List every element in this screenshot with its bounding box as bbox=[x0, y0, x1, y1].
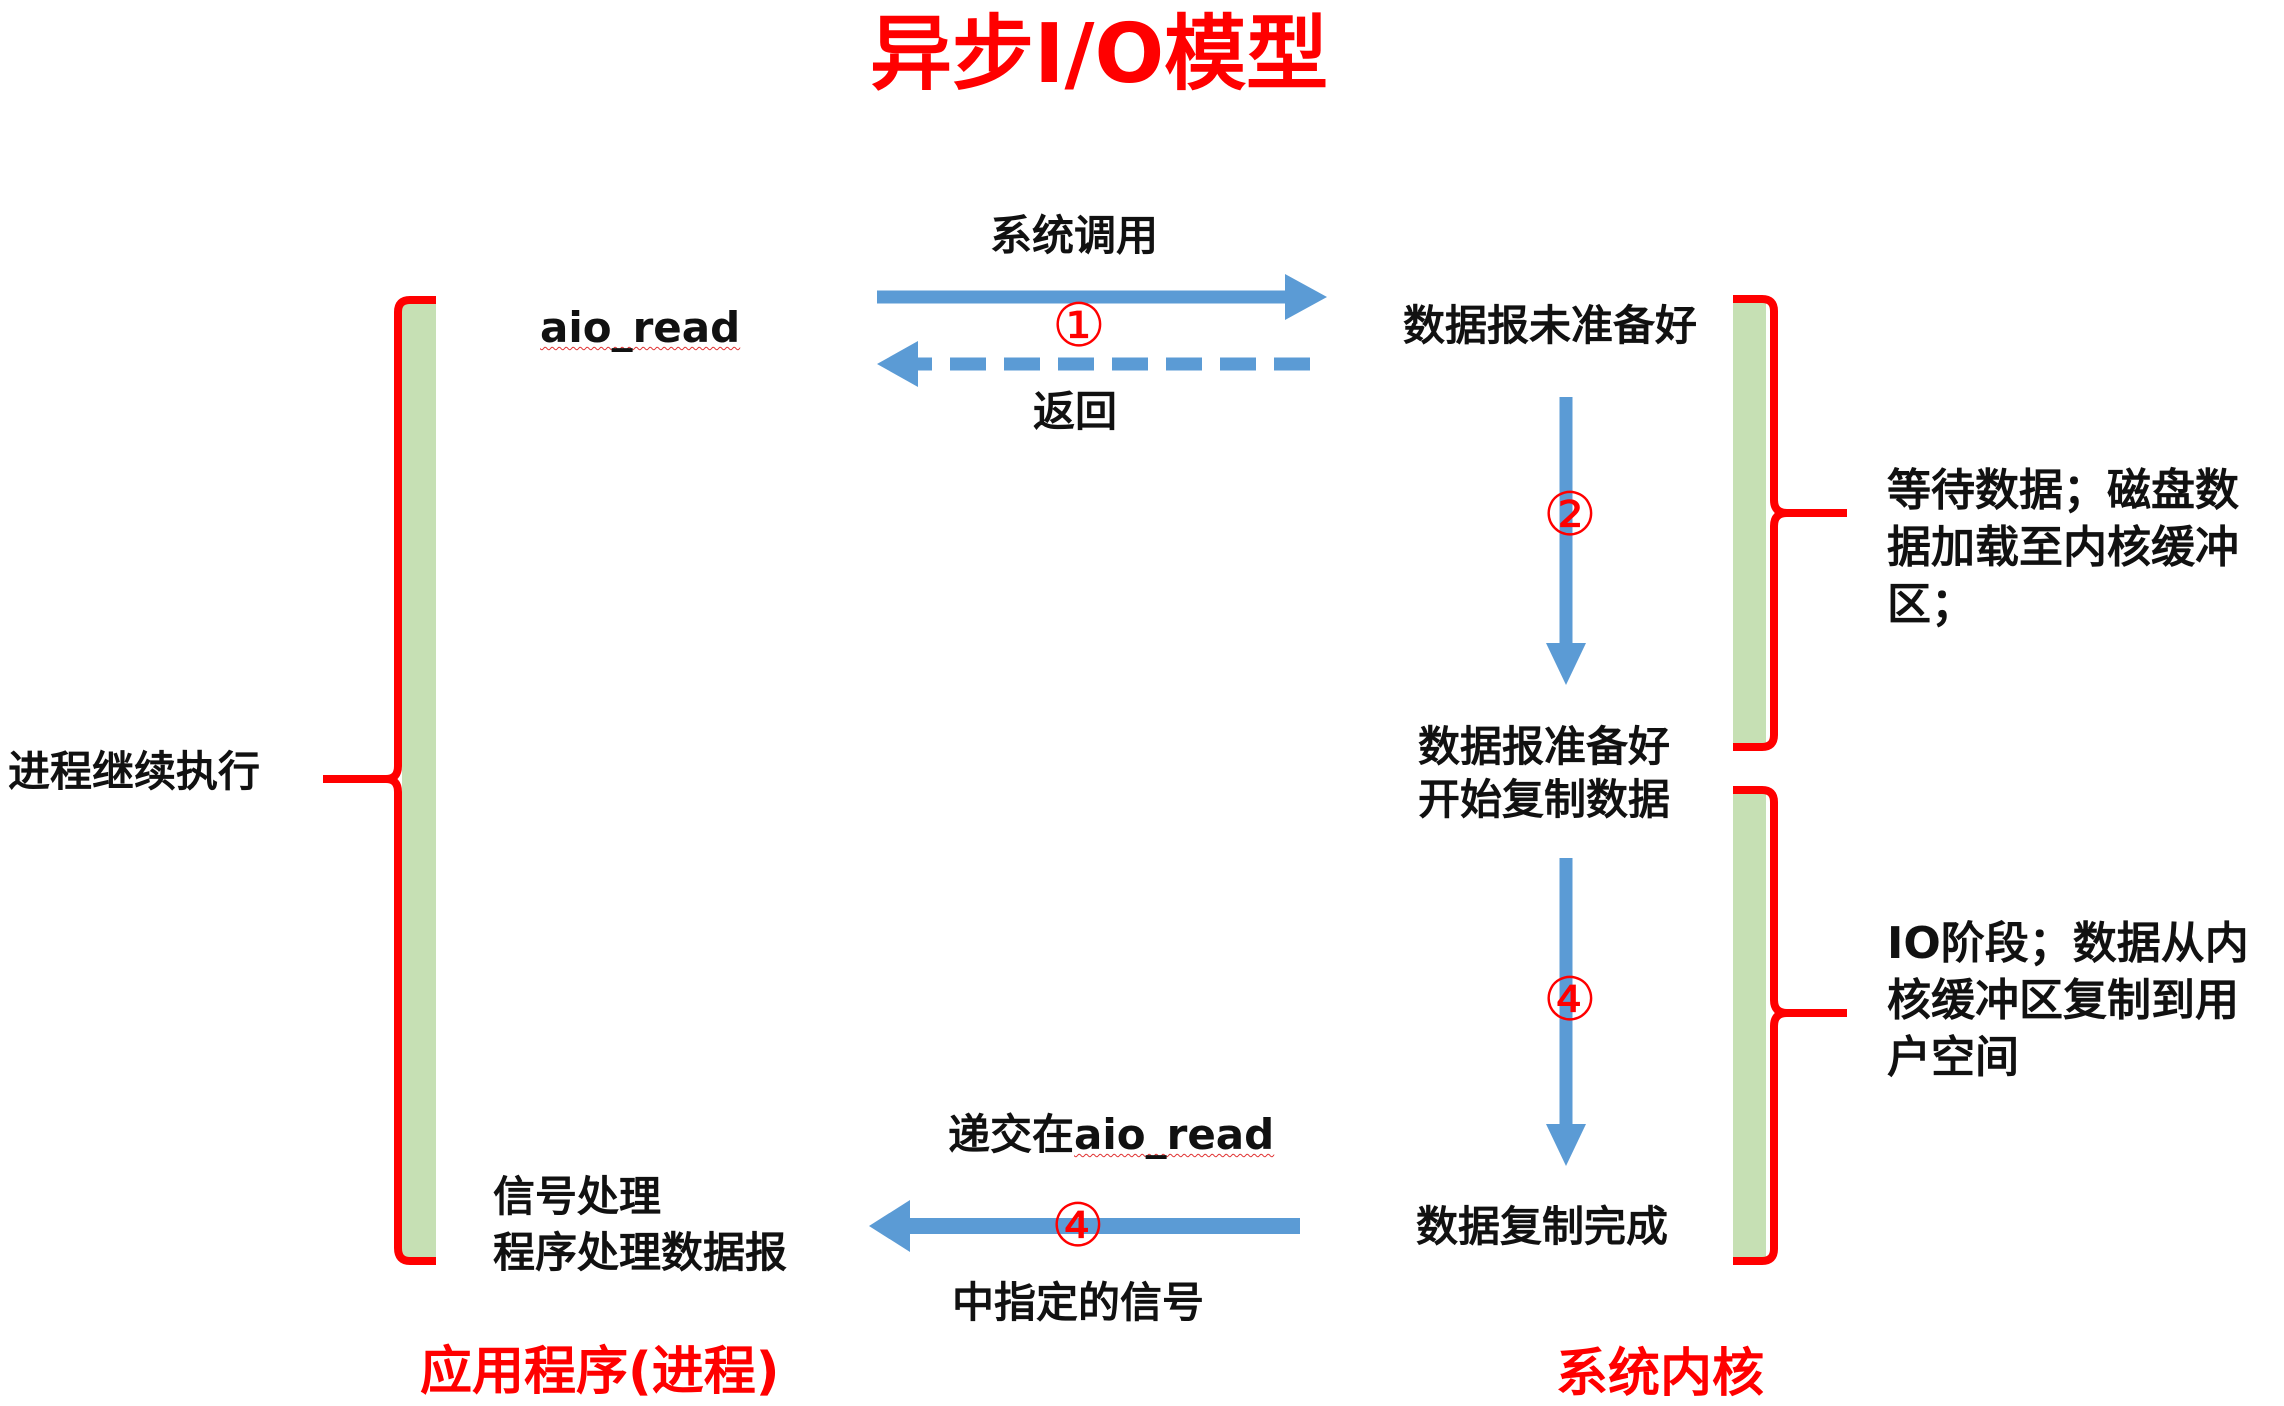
app-timeline-bar bbox=[402, 300, 436, 1260]
kernel-io-bracket bbox=[1733, 786, 1847, 1265]
kernel-wait-bar bbox=[1733, 299, 1766, 747]
step-4-marker-signal: ④ bbox=[1051, 1191, 1105, 1261]
kernel-io-bar bbox=[1733, 790, 1766, 1261]
syscall-label: 系统调用 bbox=[990, 211, 1159, 260]
return-arrowhead bbox=[877, 341, 918, 387]
wait-phase-description: 等待数据；磁盘数据加载至内核缓冲区； bbox=[1887, 465, 2239, 630]
kernel-state-ready-line-1: 数据报准备好 bbox=[1418, 722, 1671, 771]
app-bracket bbox=[323, 296, 436, 1265]
kernel-state-copy-done: 数据复制完成 bbox=[1416, 1202, 1669, 1251]
step-1-marker: ① bbox=[1052, 291, 1106, 361]
app-side-label: 应用程序(进程) bbox=[420, 1342, 780, 1402]
io-phase-description: IO阶段；数据从内核缓冲区复制到用户空间 bbox=[1887, 918, 2249, 1083]
wait-arrowhead bbox=[1546, 643, 1586, 685]
deliver-label-top: 递交在aio_read bbox=[948, 1111, 1274, 1159]
deliver-label-bottom: 中指定的信号 bbox=[952, 1278, 1205, 1327]
diagram-title: 异步I/O模型 bbox=[870, 7, 1329, 102]
kernel-side-label: 系统内核 bbox=[1556, 1344, 1765, 1404]
copy-arrowhead bbox=[1546, 1124, 1586, 1166]
deliver-prefix: 递交在 bbox=[948, 1110, 1075, 1159]
kernel-state-not-ready: 数据报未准备好 bbox=[1403, 301, 1698, 350]
kernel-state-ready-line-2: 开始复制数据 bbox=[1418, 775, 1671, 824]
aio-read-call: aio_read bbox=[540, 303, 741, 352]
kernel-wait-bracket bbox=[1733, 295, 1847, 751]
signal-handle-line-1: 信号处理 bbox=[493, 1172, 662, 1221]
signal-arrowhead bbox=[869, 1200, 910, 1252]
signal-handle-line-2: 程序处理数据报 bbox=[493, 1228, 788, 1277]
step-4-marker-kernel: ④ bbox=[1543, 965, 1597, 1035]
syscall-arrowhead bbox=[1285, 274, 1327, 320]
return-label: 返回 bbox=[1033, 387, 1118, 436]
step-2-marker: ② bbox=[1543, 480, 1597, 550]
deliver-aio-read: aio_read bbox=[1074, 1110, 1275, 1159]
process-continues-label: 进程继续执行 bbox=[8, 747, 261, 796]
